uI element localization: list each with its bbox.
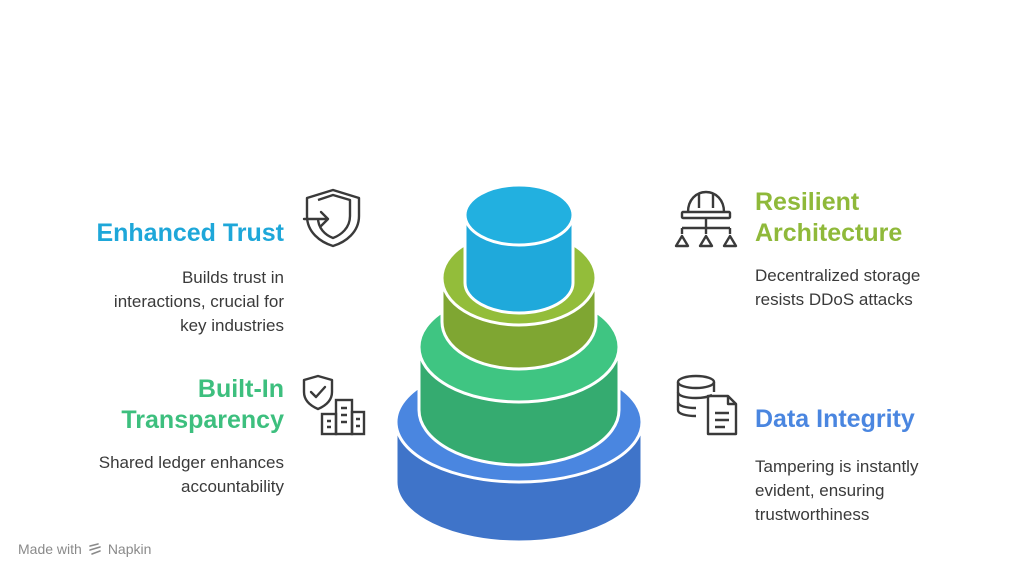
- resilient-architecture-description: Decentralized storage resists DDoS attac…: [755, 264, 1005, 312]
- napkin-logo-icon: [89, 543, 101, 555]
- data-integrity-desc-line-1: Tampering is instantly: [755, 457, 919, 476]
- data-integrity-title: Data Integrity: [755, 405, 915, 433]
- resilient-architecture-desc-line-2: resists DDoS attacks: [755, 290, 913, 309]
- resilient-architecture-title: Resilient Architecture: [755, 187, 995, 249]
- tier-enhanced-trust: [463, 183, 575, 315]
- resilient-architecture-desc-line-1: Decentralized storage: [755, 266, 921, 285]
- shield-check-buildings-icon: [302, 374, 366, 436]
- enhanced-trust-title: Enhanced Trust: [96, 219, 284, 247]
- resilient-architecture-title-line-2: Architecture: [755, 219, 903, 247]
- built-in-transparency-title-line-1: Built-In: [197, 375, 284, 403]
- hardhat-network-icon: [674, 190, 738, 248]
- data-integrity-desc-line-2: evident, ensuring: [755, 481, 885, 500]
- enhanced-trust-description: Builds trust in interactions, crucial fo…: [40, 266, 284, 338]
- napkin-brand-label: Napkin: [107, 541, 152, 557]
- built-in-transparency-title-line-2: Transparency: [121, 406, 284, 434]
- built-in-transparency-title: Built-In Transparency: [60, 374, 284, 436]
- built-in-transparency-desc-line-1: Shared ledger enhances: [98, 453, 284, 472]
- data-integrity-description: Tampering is instantly evident, ensuring…: [755, 455, 1005, 527]
- enhanced-trust-desc-line-3: key industries: [180, 316, 284, 335]
- resilient-architecture-title-line-1: Resilient: [755, 188, 860, 216]
- enhanced-trust-desc-line-2: interactions, crucial for: [113, 292, 284, 311]
- made-with-label: Made with: [18, 541, 82, 557]
- enhanced-trust-desc-line-1: Builds trust in: [181, 268, 284, 287]
- built-in-transparency-desc-line-2: accountability: [180, 477, 284, 496]
- made-with-napkin-footer: Made with Napkin: [18, 541, 151, 557]
- built-in-transparency-description: Shared ledger enhances accountability: [40, 451, 284, 499]
- data-integrity-desc-line-3: trustworthiness: [755, 505, 870, 524]
- database-document-icon: [676, 374, 738, 436]
- shield-enter-icon: [302, 188, 361, 248]
